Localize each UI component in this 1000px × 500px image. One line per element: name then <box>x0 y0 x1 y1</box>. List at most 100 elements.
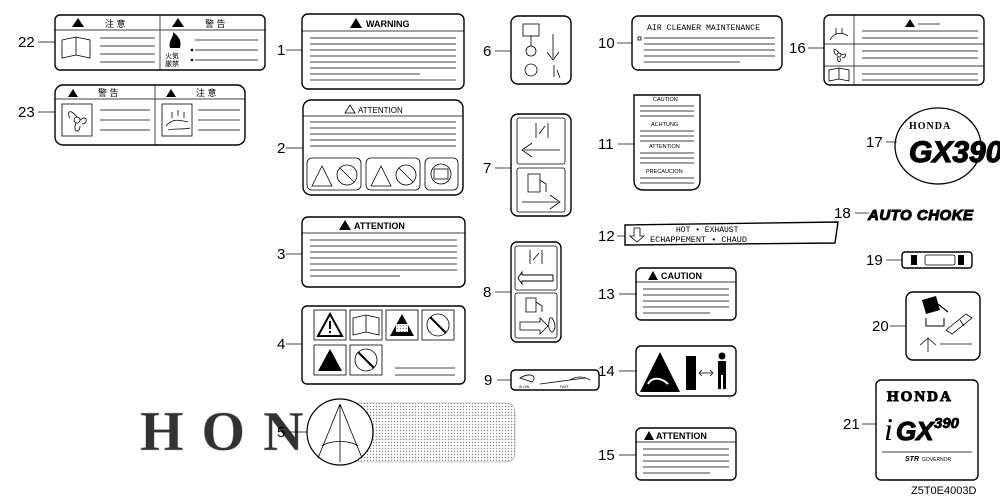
part-10-air-cleaner-label[interactable]: AIR CLEANER MAINTENANCE <box>631 15 783 71</box>
warning-triangle-icon <box>350 18 362 28</box>
callout-11: 11 <box>598 136 614 153</box>
part-4-pictogram-label[interactable] <box>301 305 466 385</box>
part-14-distance-label[interactable] <box>635 345 737 397</box>
callout-7: 7 <box>483 160 491 177</box>
attention-title-15: ATTENTION <box>656 431 707 441</box>
attention-title-3: ATTENTION <box>354 221 405 231</box>
hand-burn-icon <box>829 28 849 41</box>
arrow-left-icon <box>521 142 560 158</box>
callout-1: 1 <box>277 42 285 59</box>
callout-4: 4 <box>277 336 285 353</box>
part-17-gx390-emblem[interactable]: HONDA GX390 <box>894 107 1000 185</box>
igx-gx: GX <box>896 416 935 446</box>
part-18-auto-choke-label[interactable]: AUTO CHOKE <box>867 207 975 225</box>
warning-title: WARNING <box>366 19 410 29</box>
part-16-label[interactable] <box>823 14 985 86</box>
gx390-wordmark: GX390 <box>909 136 1000 169</box>
no-entry-icon <box>336 164 358 186</box>
warning-triangle-icon <box>172 18 184 27</box>
person-icon <box>718 352 726 389</box>
book-icon <box>352 314 380 336</box>
callout-6: 6 <box>483 43 491 60</box>
fire-icon <box>169 32 181 48</box>
part-8-fuel-label[interactable] <box>510 241 562 343</box>
jp-caution-title: 注 意 <box>105 18 126 29</box>
fuel-pump-icon <box>525 297 543 313</box>
callout-15: 15 <box>598 447 615 464</box>
callout-14: 14 <box>598 363 615 380</box>
fan-icon <box>61 103 93 137</box>
part-11-multilang-label[interactable]: CAUTION ACHTUNG ATTENTION PRECAUCION <box>633 94 701 191</box>
multi-caution: CAUTION <box>653 97 678 103</box>
choke-lever-icon <box>522 23 561 79</box>
arrow-right-icon <box>519 317 549 335</box>
part-15-attention-label[interactable]: ATTENTION <box>635 427 737 481</box>
hot-exhaust-line2: ECHAPPEMENT • CHAUD <box>650 235 747 245</box>
part-21-igx390-plate[interactable]: HONDA i GX 390 STR GOVERNOR <box>875 379 979 481</box>
choke-lever-icon <box>535 123 549 138</box>
warning-triangle-icon <box>316 311 344 337</box>
igx390-wordmark: i GX 390 <box>884 411 960 447</box>
honda-wordmark-17: HONDA <box>909 121 951 132</box>
part-5-emblem[interactable] <box>306 398 516 466</box>
part-22-label[interactable]: 注 意 警 告 火気 厳禁 <box>54 14 266 71</box>
callout-5: 5 <box>277 424 285 441</box>
warning-triangle-icon <box>72 18 84 27</box>
battery-icon <box>430 163 452 185</box>
callout-3: 3 <box>277 246 285 263</box>
auto-choke-text: AUTO CHOKE <box>867 207 974 224</box>
callout-9: 9 <box>484 372 492 389</box>
part-9-throttle-label[interactable]: SLOW FAST <box>510 369 600 391</box>
multi-attention: ATTENTION <box>649 144 680 150</box>
igx-i: i <box>884 411 893 447</box>
arrow-left-icon <box>517 270 554 286</box>
book-icon <box>828 67 850 82</box>
igx-num: 390 <box>934 415 960 432</box>
part-3-attention-label[interactable]: ATTENTION <box>301 216 466 288</box>
no-entry-icon <box>426 313 450 337</box>
jp-fire-text: 火気 <box>165 51 179 60</box>
callout-10: 10 <box>598 35 615 52</box>
warning-triangle-icon <box>339 220 351 230</box>
attention-title-2: ATTENTION <box>358 106 403 115</box>
part-19-tag[interactable] <box>901 251 973 269</box>
part-7-fuel-label[interactable] <box>510 113 572 217</box>
hot-exhaust-line1: HOT • EXHAUST <box>676 226 739 235</box>
callout-19: 19 <box>866 252 883 269</box>
oil-can-icon <box>922 296 949 327</box>
part-6-choke-label[interactable] <box>510 15 572 85</box>
callout-20: 20 <box>872 318 889 335</box>
caution-title-13: CAUTION <box>661 271 702 281</box>
governor-text: GOVERNOR <box>922 457 952 463</box>
no-entry-icon <box>354 348 378 372</box>
hand-burn-icon <box>161 103 193 137</box>
oil-can-icon <box>548 317 556 333</box>
callout-18: 18 <box>834 205 851 222</box>
warning-triangle-icon <box>311 165 333 187</box>
callout-2: 2 <box>277 140 285 157</box>
part-12-hot-exhaust-label[interactable]: HOT • EXHAUST ECHAPPEMENT • CHAUD <box>624 221 839 246</box>
svg-text:FAST: FAST <box>560 385 570 389</box>
part-20-oil-label[interactable] <box>905 291 981 361</box>
warning-triangle-icon <box>370 165 392 187</box>
callout-13: 13 <box>598 286 615 303</box>
callout-17: 17 <box>866 134 883 151</box>
part-1-warning-label[interactable]: WARNING <box>301 13 465 90</box>
multi-precaucion: PRECAUCION <box>646 169 683 175</box>
no-entry-icon <box>395 164 417 186</box>
part-2-attention-label[interactable]: ATTENTION <box>302 99 464 196</box>
jp-warning-title: 警 告 <box>205 18 226 29</box>
callout-23: 23 <box>18 104 35 121</box>
fuel-pump-icon <box>527 173 547 193</box>
honda-wordmark-21: HONDA <box>887 389 953 405</box>
callout-12: 12 <box>598 228 615 245</box>
multi-achtung: ACHTUNG <box>651 122 678 128</box>
air-cleaner-title: AIR CLEANER MAINTENANCE <box>647 24 760 33</box>
part-23-label[interactable]: 警 告 注 意 <box>54 84 246 146</box>
fan-icon <box>833 48 847 63</box>
jp-caution-title-2: 注 意 <box>196 87 217 98</box>
callout-22: 22 <box>18 34 35 51</box>
book-icon <box>61 36 91 59</box>
part-13-caution-label[interactable]: CAUTION <box>635 267 737 321</box>
